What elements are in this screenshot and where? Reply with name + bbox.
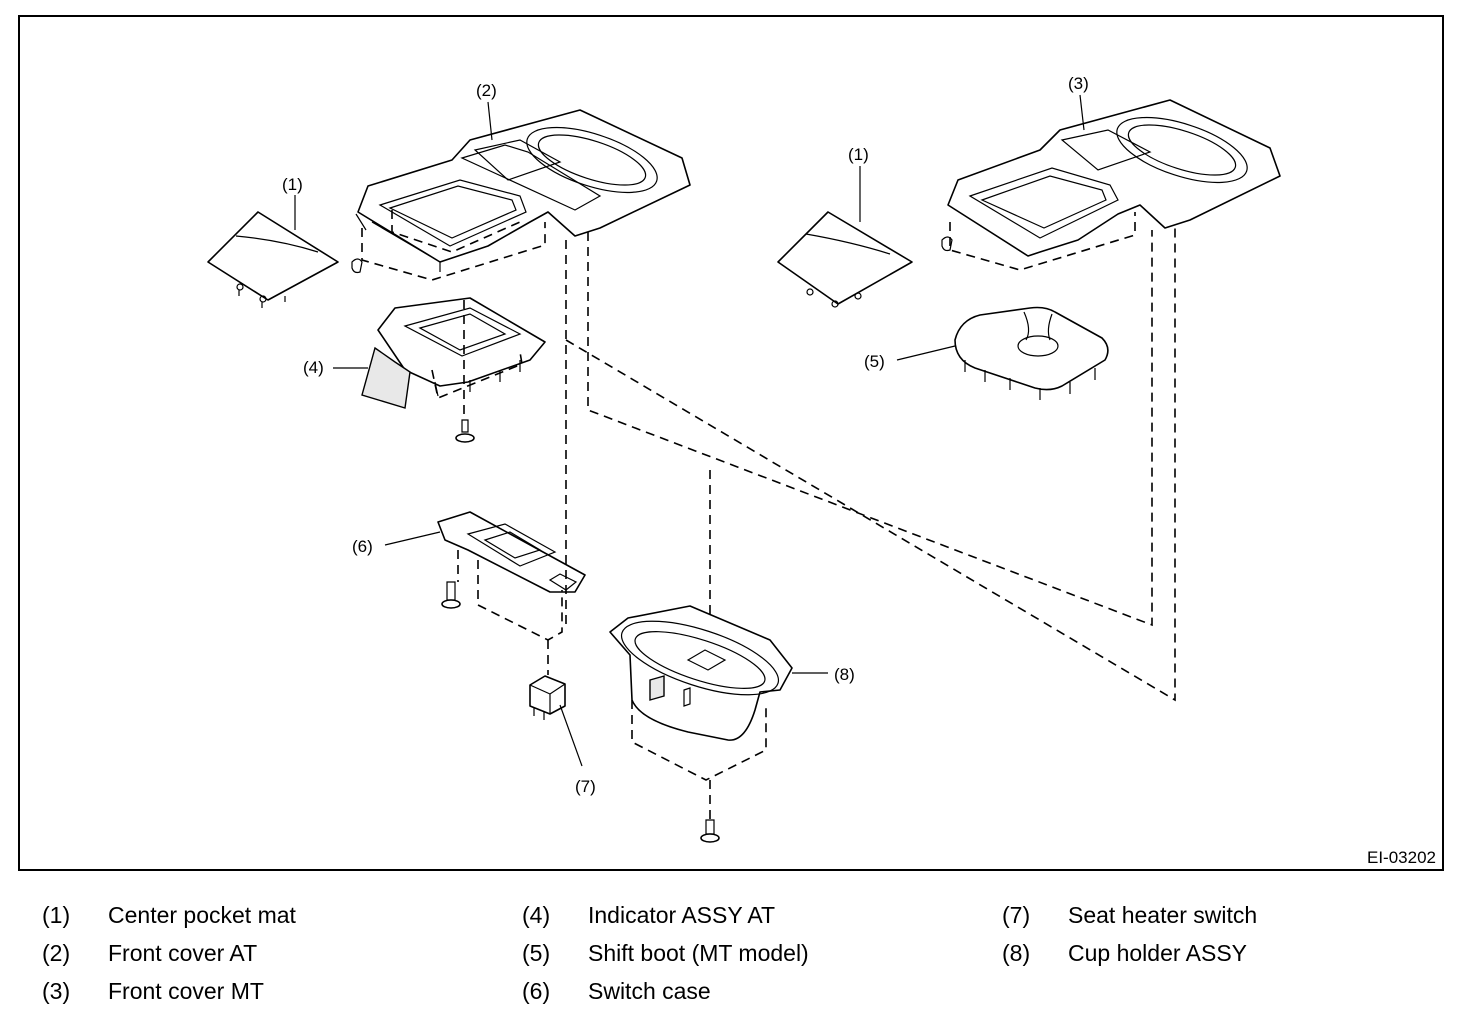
callout-2: (2) bbox=[476, 81, 497, 100]
callout-1-right: (1) bbox=[848, 145, 869, 164]
diagram-frame bbox=[18, 15, 1444, 871]
shift-boot-mt bbox=[954, 306, 1109, 400]
legend-number: (7) bbox=[1002, 902, 1031, 928]
callout-5: (5) bbox=[864, 352, 885, 371]
indicator-assy-at bbox=[361, 297, 546, 409]
center-pocket-mat-right bbox=[777, 211, 913, 308]
callout-8: (8) bbox=[834, 665, 855, 684]
front-cover-mt bbox=[941, 99, 1281, 257]
callout-6: (6) bbox=[352, 537, 373, 556]
switch-case bbox=[437, 511, 586, 593]
legend-number: (6) bbox=[522, 978, 551, 1004]
legend-label: Front cover MT bbox=[108, 978, 264, 1004]
front-cover-at bbox=[351, 109, 691, 274]
center-pocket-mat-left bbox=[207, 211, 339, 308]
screw-icon bbox=[700, 819, 720, 843]
seat-heater-switch bbox=[529, 675, 566, 720]
legend-label: Cup holder ASSY bbox=[1068, 940, 1248, 966]
exploded-view-diagram: (1) (2) (1) (3) (4) (5) (6) (7) (8) EI-0… bbox=[207, 74, 1436, 867]
callout-4: (4) bbox=[303, 358, 324, 377]
legend-label: Front cover AT bbox=[108, 940, 258, 966]
callout-3: (3) bbox=[1068, 74, 1089, 93]
legend-label: Seat heater switch bbox=[1068, 902, 1258, 928]
legend-number: (4) bbox=[522, 902, 551, 928]
legend-number: (2) bbox=[42, 940, 71, 966]
screw-icon bbox=[455, 419, 475, 443]
legend-label: Indicator ASSY AT bbox=[588, 902, 776, 928]
cup-holder-assy bbox=[609, 605, 793, 741]
callout-1-left: (1) bbox=[282, 175, 303, 194]
legend-number: (8) bbox=[1002, 940, 1031, 966]
legend-number: (5) bbox=[522, 940, 551, 966]
screw-icon bbox=[441, 581, 461, 609]
callout-7: (7) bbox=[575, 777, 596, 796]
legend-number: (3) bbox=[42, 978, 71, 1004]
legend-number: (1) bbox=[42, 902, 71, 928]
legend-label: Shift boot (MT model) bbox=[588, 940, 809, 966]
legend-label: Switch case bbox=[588, 978, 711, 1004]
figure-id: EI-03202 bbox=[1367, 848, 1436, 867]
legend-label: Center pocket mat bbox=[108, 902, 296, 928]
parts-legend: (1) Center pocket mat (2) Front cover AT… bbox=[0, 890, 1472, 1020]
